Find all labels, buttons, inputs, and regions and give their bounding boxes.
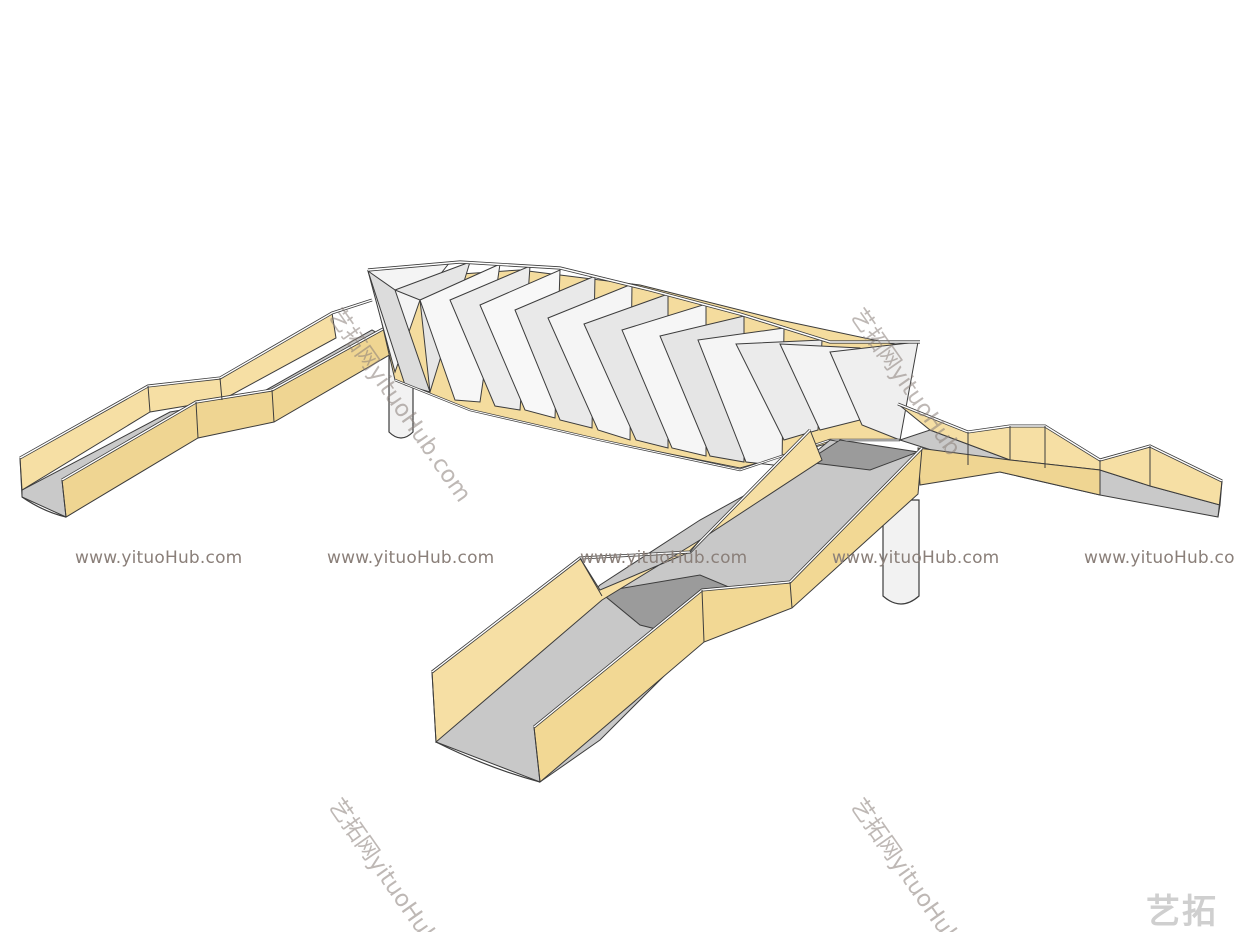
watermark-logo: 艺拓 xyxy=(1146,892,1218,932)
watermark-url-4: www.yituoHub.com xyxy=(832,548,1000,568)
watermark-url-3: www.yituoHub.com xyxy=(580,548,748,568)
watermark-url-5: www.yituoHub.co xyxy=(1084,548,1235,568)
front-ramp xyxy=(431,428,924,783)
roof-panels xyxy=(367,261,919,467)
column-right xyxy=(882,499,920,605)
bridge-body xyxy=(367,260,920,472)
watermark-url-1: www.yituoHub.com xyxy=(75,548,243,568)
right-upper-ramp xyxy=(897,402,1223,518)
watermark-url-2: www.yituoHub.com xyxy=(327,548,495,568)
front-ramp-far-railing xyxy=(431,429,823,744)
